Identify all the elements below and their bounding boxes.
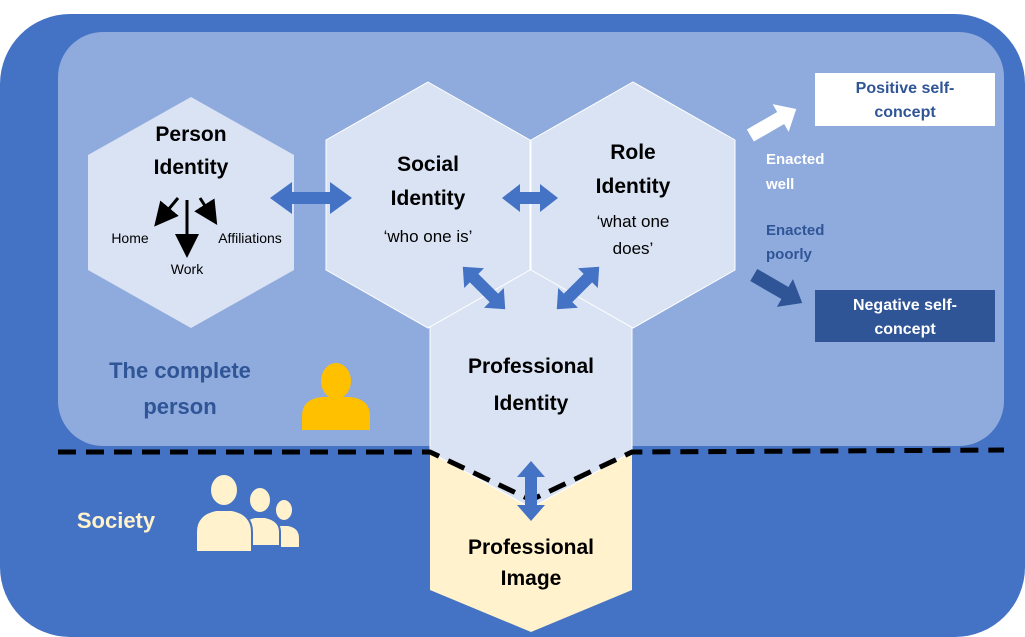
negative-concept-box — [815, 290, 995, 342]
social-identity-sub: ‘who one is’ — [384, 227, 473, 246]
role-identity-title-2: Identity — [596, 175, 671, 198]
social-role-arrow — [502, 184, 558, 212]
professional-image-title-2: Image — [501, 567, 562, 590]
social-identity-title-1: Social — [397, 153, 459, 176]
person-identity-hexagon — [88, 97, 294, 328]
enacted-well-2: well — [765, 176, 794, 193]
person-identity-title-1: Person — [155, 123, 226, 146]
professional-image-title-1: Professional — [468, 536, 594, 559]
positive-concept-2: concept — [874, 104, 936, 121]
social-professional-arrow — [462, 266, 506, 310]
social-identity-title-2: Identity — [391, 187, 466, 210]
affiliations-arrow — [194, 197, 218, 226]
work-label: Work — [171, 261, 204, 277]
enacted-poorly-2: poorly — [766, 246, 812, 263]
professional-identity-title-1: Professional — [468, 355, 594, 378]
person-identity-title-2: Identity — [154, 156, 229, 179]
person-social-arrow — [270, 182, 352, 214]
positive-concept-1: Positive self- — [856, 80, 955, 97]
society-icon — [195, 473, 301, 553]
role-professional-arrow — [556, 266, 600, 310]
complete-person-label-2: person — [143, 394, 216, 419]
affiliations-label: Affiliations — [218, 230, 282, 246]
role-identity-title-1: Role — [610, 141, 656, 164]
negative-arrow — [750, 268, 803, 307]
enacted-poorly-1: Enacted — [766, 222, 824, 239]
complete-person-label-1: The complete — [109, 358, 251, 383]
identity-image-arrow — [517, 461, 545, 521]
role-identity-sub-2: does’ — [613, 239, 654, 258]
professional-identity-title-2: Identity — [494, 392, 569, 415]
role-identity-sub-1: ‘what one — [597, 212, 670, 231]
positive-concept-box — [815, 73, 995, 126]
person-icon — [302, 363, 370, 430]
home-label: Home — [111, 230, 149, 246]
social-identity-hexagon — [325, 81, 531, 329]
negative-concept-2: concept — [874, 321, 936, 338]
professional-image-box — [430, 452, 632, 632]
enacted-well-1: Enacted — [766, 151, 824, 168]
negative-concept-1: Negative self- — [853, 297, 957, 314]
society-label: Society — [77, 508, 156, 533]
positive-arrow — [746, 104, 797, 142]
role-identity-hexagon — [530, 81, 736, 329]
home-arrow — [154, 197, 180, 227]
